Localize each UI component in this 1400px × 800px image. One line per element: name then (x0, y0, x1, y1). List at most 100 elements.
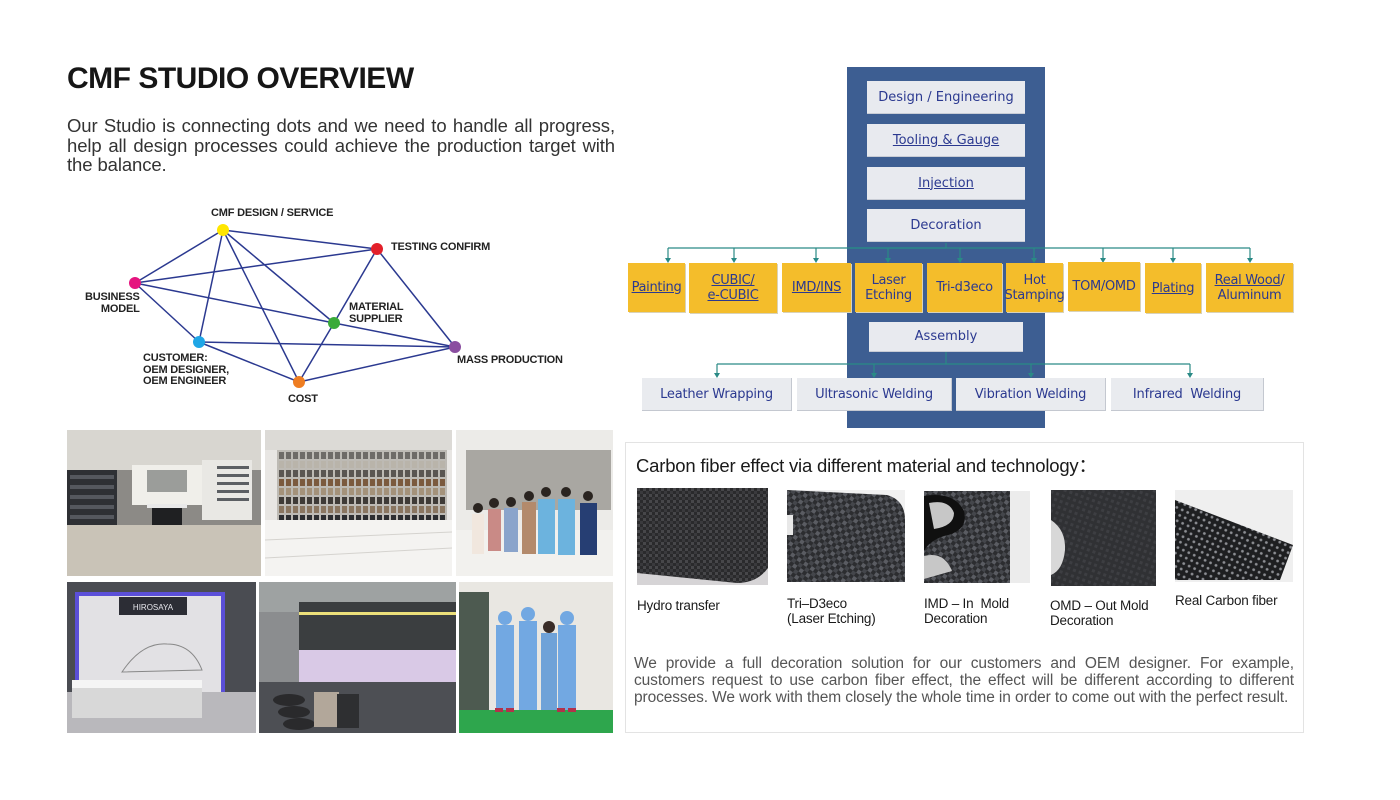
swatch (314, 452, 319, 459)
swatch (314, 479, 319, 486)
option-tom-omd[interactable]: TOM/OMD (1068, 262, 1140, 311)
swatch (433, 452, 438, 459)
option-painting[interactable]: Painting (628, 263, 685, 312)
swatch (293, 461, 298, 468)
assembly-vibration-welding[interactable]: Vibration Welding (956, 378, 1106, 411)
swatch (391, 515, 396, 522)
swatch (363, 488, 368, 495)
swatch (384, 488, 389, 495)
swatch (426, 461, 431, 468)
product-display-photo (259, 582, 456, 733)
swatch (398, 506, 403, 513)
node-label-mass-production: MASS PRODUCTION (457, 354, 563, 366)
swatch (279, 452, 284, 459)
option-label-underlined: Real Wood (1214, 272, 1281, 288)
assembly-label: Infrared Welding (1132, 386, 1242, 402)
swatch (419, 488, 424, 495)
swatch (356, 479, 361, 486)
swatch (440, 488, 445, 495)
swatch (370, 452, 375, 459)
swatch (440, 479, 445, 486)
swatch (433, 497, 438, 504)
swatch (314, 506, 319, 513)
swatch (377, 461, 382, 468)
option-label: Painting (631, 280, 682, 295)
swatch (363, 497, 368, 504)
swatch (412, 506, 417, 513)
swatch (314, 488, 319, 495)
swatch (433, 461, 438, 468)
assembly-leather-wrapping[interactable]: Leather Wrapping (642, 378, 792, 411)
swatch (286, 479, 291, 486)
network-edge-customer-cost (198, 341, 300, 383)
option-plating[interactable]: Plating (1145, 263, 1201, 313)
option-tri-d3eco[interactable]: Tri-d3eco (927, 263, 1002, 312)
option-hot-stamping[interactable]: Hot Stamping (1005, 263, 1065, 312)
swatch (335, 470, 340, 477)
step-design-engineering[interactable]: Design / Engineering (867, 81, 1025, 114)
option-cubic[interactable]: CUBIC/ e-CUBIC (689, 263, 777, 313)
process-spine (847, 67, 1045, 428)
tri-d3eco-image (787, 490, 905, 582)
step-decoration[interactable]: Decoration (867, 209, 1025, 242)
swatch (293, 506, 298, 513)
swatch (356, 515, 361, 522)
swatch (426, 452, 431, 459)
assembly-infrared-welding[interactable]: Infrared Welding (1111, 378, 1264, 411)
swatch (293, 470, 298, 477)
swatch (321, 497, 326, 504)
swatch (342, 506, 347, 513)
swatch (398, 515, 403, 522)
swatch (300, 506, 305, 513)
step-label: Decoration (910, 217, 982, 233)
option-laser-etching[interactable]: Laser Etching (855, 263, 922, 312)
swatch (370, 497, 375, 504)
network-node-cmf (217, 224, 229, 236)
swatch (286, 452, 291, 459)
swatch (279, 479, 284, 486)
swatch (412, 515, 417, 522)
swatch (440, 506, 445, 513)
swatch (321, 506, 326, 513)
step-assembly[interactable]: Assembly (869, 322, 1023, 352)
swatch (370, 506, 375, 513)
swatch (370, 461, 375, 468)
swatch (307, 470, 312, 477)
swatch (377, 506, 382, 513)
swatch (342, 452, 347, 459)
swatch (433, 470, 438, 477)
step-tooling-gauge[interactable]: Tooling & Gauge (867, 124, 1025, 157)
swatch (405, 470, 410, 477)
swatch (342, 461, 347, 468)
step-label: Assembly (914, 329, 978, 344)
swatch (356, 461, 361, 468)
network-edge-business-customer (134, 282, 200, 343)
node-label-cmf: CMF DESIGN / SERVICE (211, 207, 334, 219)
swatch (314, 497, 319, 504)
swatch (300, 479, 305, 486)
swatch (426, 488, 431, 495)
swatch (328, 470, 333, 477)
page-title: CMF STUDIO OVERVIEW (67, 62, 414, 95)
sample-label-tri-d3eco: Tri–D3eco (Laser Etching) (787, 596, 876, 626)
swatch (328, 497, 333, 504)
step-injection[interactable]: Injection (867, 167, 1025, 200)
swatch (419, 470, 424, 477)
swatch (342, 479, 347, 486)
swatch (440, 452, 445, 459)
swatch (321, 515, 326, 522)
network-node-material (328, 317, 340, 329)
swatch (293, 497, 298, 504)
swatch (433, 515, 438, 522)
swatch (307, 506, 312, 513)
swatch (328, 515, 333, 522)
swatch (335, 479, 340, 486)
team-photo (456, 430, 613, 576)
swatch (293, 488, 298, 495)
option-imd-ins[interactable]: IMD/INS (782, 263, 851, 312)
swatch (384, 470, 389, 477)
network-edge-testing-mass (376, 248, 456, 348)
option-real-wood-aluminum[interactable]: Real Wood/ Aluminum (1206, 263, 1293, 312)
swatch (279, 506, 284, 513)
assembly-ultrasonic-welding[interactable]: Ultrasonic Welding (797, 378, 952, 411)
